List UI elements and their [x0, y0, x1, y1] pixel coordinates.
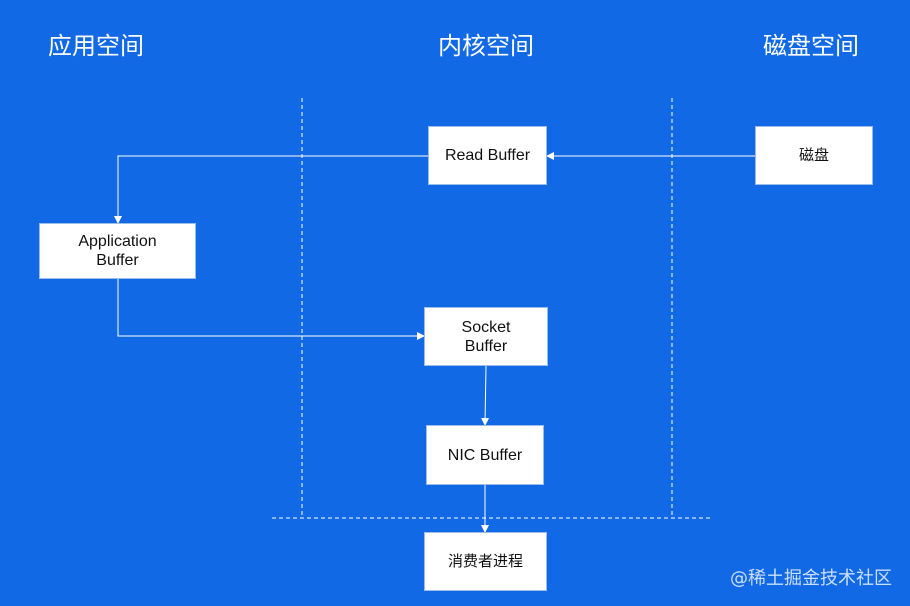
- node-read-buffer-label: Read Buffer: [444, 147, 531, 164]
- node-nic-buffer-label: NIC Buffer: [447, 446, 523, 464]
- header-app-space: 应用空间: [48, 32, 144, 60]
- node-socket-buffer: Socket Buffer: [424, 307, 548, 366]
- node-socket-buffer-line2: Buffer: [464, 337, 508, 355]
- node-disk: 磁盘: [755, 126, 873, 185]
- node-application-buffer-line2: Buffer: [96, 252, 139, 269]
- arrow-socket-buffer-to-nic-buffer: [481, 365, 490, 426]
- header-disk-space: 磁盘空间: [763, 32, 859, 60]
- node-consumer-process-label: 消费者进程: [447, 552, 523, 570]
- node-application-buffer: Application Buffer: [39, 223, 196, 279]
- node-disk-label: 磁盘: [798, 146, 829, 164]
- node-socket-buffer-line1: Socket: [461, 318, 511, 336]
- watermark: @稀土掘金技术社区: [730, 568, 892, 589]
- node-read-buffer: Read Buffer: [428, 126, 547, 185]
- arrow-read-buffer-to-application-buffer: [114, 155, 428, 224]
- node-nic-buffer: NIC Buffer: [426, 425, 544, 485]
- node-application-buffer-line1: Application: [78, 233, 157, 250]
- node-consumer-process: 消费者进程: [424, 532, 547, 591]
- arrow-application-buffer-to-socket-buffer: [117, 279, 425, 340]
- header-kernel-space: 内核空间: [438, 32, 534, 60]
